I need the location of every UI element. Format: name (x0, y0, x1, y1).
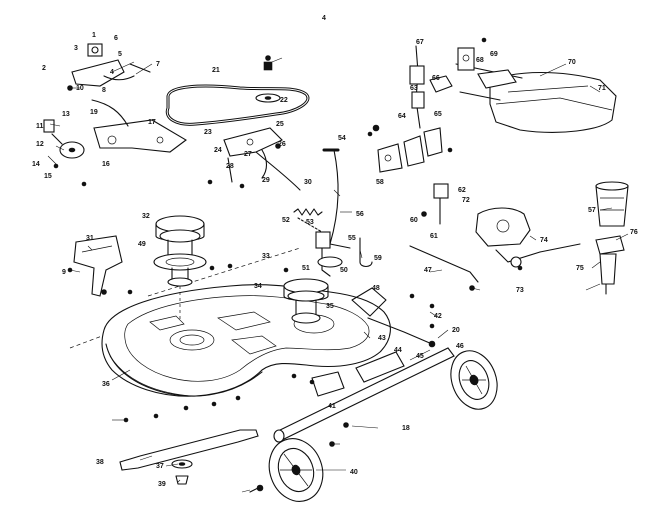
drive-belt (165, 84, 310, 126)
callout-27: 27 (244, 151, 252, 158)
callout-44: 44 (394, 347, 402, 354)
callout-24: 24 (214, 147, 222, 154)
callout-49: 49 (138, 241, 146, 248)
callout-43: 43 (378, 335, 386, 342)
callout-40: 40 (350, 469, 358, 476)
callout-53: 53 (306, 219, 314, 226)
callout-56: 56 (356, 211, 364, 218)
shift-lever-assembly (293, 148, 373, 277)
callout-1: 1 (92, 32, 96, 39)
hardware-fasteners (53, 37, 523, 447)
callout-19: 19 (90, 109, 98, 116)
callout-36: 36 (102, 381, 110, 388)
callout-13: 13 (62, 111, 70, 118)
callout-52: 52 (282, 217, 290, 224)
callout-labels: 4 1 2 3 4 5 6 7 8 9 10 11 12 13 14 15 16… (32, 15, 638, 488)
callout-30: 30 (304, 179, 312, 186)
callout-9: 9 (62, 269, 66, 276)
mower-deck-housing (69, 247, 391, 397)
callout-41: 41 (328, 403, 336, 410)
callout-75: 75 (576, 265, 584, 272)
lift-plate-assembly (455, 47, 617, 133)
callout-26: 26 (278, 141, 286, 148)
callout-16: 16 (102, 161, 110, 168)
belt-guide-rod (255, 151, 301, 191)
callout-39: 39 (158, 481, 166, 488)
callout-60: 60 (410, 217, 418, 224)
callout-33: 33 (262, 253, 270, 260)
callout-2: 2 (42, 65, 46, 72)
callout-57: 57 (588, 207, 596, 214)
leader-lines (47, 57, 629, 493)
callout-34: 34 (254, 283, 262, 290)
callout-69: 69 (490, 51, 498, 58)
callout-63: 63 (410, 85, 418, 92)
callout-47: 47 (424, 267, 432, 274)
baffle-plate (73, 235, 123, 297)
callout-11: 11 (36, 123, 44, 130)
idler-bracket-assembly (43, 43, 187, 159)
callout-35: 35 (326, 303, 334, 310)
callout-64: 64 (398, 113, 406, 120)
callout-67: 67 (416, 39, 424, 46)
callout-38: 38 (96, 459, 104, 466)
callout-5: 5 (118, 51, 122, 58)
callout-66: 66 (432, 75, 440, 82)
callout-59: 59 (374, 255, 382, 262)
callout-48: 48 (372, 285, 380, 292)
callout-46: 46 (456, 343, 464, 350)
mower-blade (119, 429, 264, 493)
callout-10: 10 (76, 85, 84, 92)
center-linkage-assembly (223, 127, 283, 183)
callout-72: 72 (462, 197, 470, 204)
callout-76: 76 (630, 229, 638, 236)
callout-17: 17 (148, 119, 156, 126)
callout-65: 65 (434, 111, 442, 118)
callout-32: 32 (142, 213, 150, 220)
callout-3: 3 (74, 45, 78, 52)
callout-8: 8 (102, 87, 106, 94)
callout-73: 73 (516, 287, 524, 294)
callout-54: 54 (338, 135, 346, 142)
right-front-wheel (450, 350, 498, 410)
callout-62: 62 (458, 187, 466, 194)
callout-12: 12 (36, 141, 44, 148)
callout-31: 31 (86, 235, 94, 242)
callout-23: 23 (204, 129, 212, 136)
corner-mark: 4 (322, 15, 326, 22)
callout-20: 20 (452, 327, 460, 334)
callout-18: 18 (402, 425, 410, 432)
right-spindle-assembly (283, 278, 329, 324)
callout-29: 29 (262, 177, 270, 184)
front-linkage-assembly (409, 183, 581, 291)
callout-22: 22 (280, 97, 288, 104)
anti-scalp-roller-parts (595, 181, 629, 295)
callout-15: 15 (44, 173, 52, 180)
left-front-wheel (268, 438, 324, 502)
callout-21: 21 (212, 67, 220, 74)
height-adjust-parts (372, 45, 453, 173)
callout-4: 4 (110, 69, 114, 76)
callout-45: 45 (416, 353, 424, 360)
callout-61: 61 (430, 233, 438, 240)
callout-71: 71 (598, 85, 606, 92)
callout-51: 51 (302, 265, 310, 272)
callout-6: 6 (114, 35, 118, 42)
callout-42: 42 (434, 313, 442, 320)
callout-28: 28 (226, 163, 234, 170)
callout-37: 37 (156, 463, 164, 470)
callout-25: 25 (276, 121, 284, 128)
callout-68: 68 (476, 57, 484, 64)
callout-50: 50 (340, 267, 348, 274)
callout-74: 74 (540, 237, 548, 244)
callout-7: 7 (156, 61, 160, 68)
callout-14: 14 (32, 161, 40, 168)
callout-58: 58 (376, 179, 384, 186)
callout-70: 70 (568, 59, 576, 66)
front-axle-assembly (273, 317, 455, 443)
callout-55: 55 (348, 235, 356, 242)
left-spindle-assembly (153, 215, 207, 320)
